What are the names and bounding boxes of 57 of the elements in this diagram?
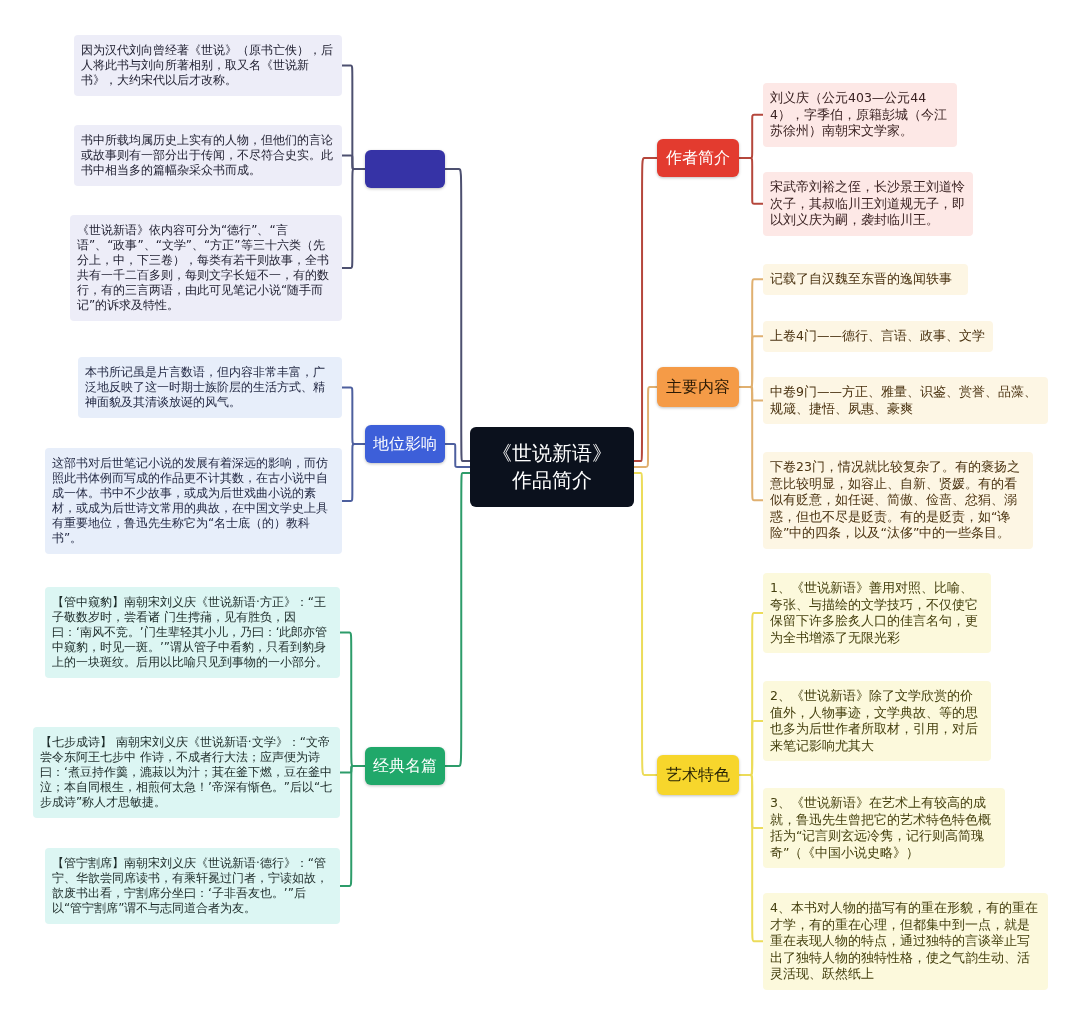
note-card [763,788,1005,868]
central-topic-box [470,427,634,507]
note-card [763,893,1048,990]
branch-topic-box [657,139,739,177]
note-text: 1、《世说新语》善用对照、比喻、夸张、与描绘的文学技巧，不仅使它保留下许多脍炙人口的佳言名句，更为全书增添了无限光彩 [770,580,979,646]
note-card [45,448,342,554]
note-text: 宋武帝刘裕之侄，长沙景王刘道怜次子，其叔临川王刘道规无子，即以刘义庆为嗣，袭封临川王。 [770,179,966,229]
connector-line [341,168,366,269]
note-text: 《世说新语》依内容可分为“德行”、“言语”、“政事”、“文学”、“方正”等三十六类（先分上，中，下三卷），每类有若干则故事，全书共有一千二百多则，每则文字长短不一，有的数行，有的三言两语，由此可见笔记小说“随手而记”的诉求及特性。 [77,223,330,313]
connector-line [341,443,366,502]
branch-topic-box [365,747,445,785]
connector-line [339,765,366,887]
note-card [763,681,991,761]
note-text: 本书所记虽是片言数语，但内容非常丰富，广泛地反映了这一时期士族阶层的生活方式、精神面貌及其清谈放诞的风气。 [85,365,326,410]
branch-topic-text: 作者简介 [666,148,730,168]
connector-line [633,386,658,468]
note-card [763,321,993,352]
note-text: 下卷23门，情况就比较复杂了。有的褒扬之意比较明显，如容止、自新、贤媛。有的看似有贬意，如任诞、简傲、俭啬、忿狷、溺惑，但也不尽是贬责。有的是贬责，如“谗险”中的四条，以及“汰侈”中的一些条目。 [770,459,1021,542]
branch-topic-text: 主要内容 [666,377,730,397]
note-text: 书中所载均属历史上实有的人物，但他们的言论或故事则有一部分出于传闻，不尽符合史实。此书中相当多的篇幅杂采众书而成。 [81,133,334,178]
note-card [763,83,957,147]
note-text: 【管宁割席】南朝宋刘义庆《世说新语·德行》：“管宁、华歆尝同席读书，有乘轩冕过门者，宁读如故，歆废书出看，宁割席分坐曰：‘子非吾友也。’”后以“管宁割席”谓不与志同道合者为友。 [52,856,329,916]
note-card [763,452,1033,549]
note-text: 2、《世说新语》除了文学欣赏的价值外，人物事迹，文学典故、等的思也多为后世作者所取材，引用，对后来笔记影响尤其大 [770,688,979,754]
branch-topic-box [657,755,739,795]
note-text: 上卷4门——德行、言语、政事、文学 [770,328,985,345]
connector-line [444,443,471,468]
note-text: 记载了自汉魏至东晋的逸闻轶事 [770,271,952,288]
note-card [45,848,340,924]
note-text: 【管中窥豹】南朝宋刘义庆《世说新语·方正》：“王子敬数岁时，尝看诸 门生摴蒱，见有胜负，因曰：‘南风不竞。’门生辈轻其小儿，乃曰：‘此郎亦管中窥豹，时见一斑。’”谓从管子中看豹，只看到豹身上的一块斑纹。后用以比喻只见到事物的一小部分。 [52,595,329,670]
blank-topic-box [365,150,445,188]
note-card [74,125,342,186]
note-card [763,172,973,236]
note-card [763,573,991,653]
note-text: 刘义庆（公元403—公元444），字季伯，原籍彭城（今江苏徐州）南朝宋文学家。 [770,90,948,140]
note-text: 3、《世说新语》在艺术上有较高的成就，鲁迅先生曾把它的艺术特色特色概括为“记言则玄远冷隽，记行则高简瑰奇”（《中国小说史略》） [770,795,992,861]
note-card [70,215,342,321]
branch-topic-text: 经典名篇 [373,756,437,776]
connector-line [738,386,764,502]
note-text: 中卷9门——方正、雅量、识鉴、赏誉、品藻、规箴、捷悟、夙惠、豪爽 [770,384,1038,417]
branch-topic-box [657,367,739,407]
branch-topic-text: 地位影响 [373,434,437,454]
branch-topic-text: 艺术特色 [666,765,730,785]
note-text: 因为汉代刘向曾经著《世说》（原书亡佚），后人将此书与刘向所著相别，取又名《世说新书》，大约宋代以后才改称。 [81,43,334,88]
branch-topic-box [365,425,445,463]
note-card [74,35,342,96]
note-text: 【七步成诗】 南朝宋刘义庆《世说新语·文学》：“文帝尝令东阿王七步中 作诗，不成者行大法；应声便为诗曰：‘煮豆持作羹，漉菽以为汁；萁在釜下燃，豆在釜中泣；本自同根生，相煎何太急！’帝深有惭色。”后以“七步成诗”称人才思敏捷。 [40,735,333,810]
connector-line [738,774,764,943]
note-card [763,264,968,295]
note-card [78,357,342,418]
note-card [33,727,340,818]
central-topic-text: 《世说新语》作品简介 [491,440,613,494]
note-card [45,587,340,678]
note-text: 4、本书对人物的描写有的重在形貌，有的重在才学，有的重在心理，但都集中到一点，就是重在表现人物的特点，通过独特的言谈举止写出了独特人物的独特性格，使之气韵生动、活灵活现、跃然纸上 [770,900,1039,983]
note-text: 这部书对后世笔记小说的发展有着深远的影响，而仿照此书体例而写成的作品更不计其数，在古小说中自成一体。书中不少故事，或成为后世戏曲小说的素材，或成为后世诗文常用的典故，在中国文学史上具有重要地位，鲁迅先生称它为“名士底（的）教科书”。 [52,456,329,546]
note-card [763,377,1048,424]
connector-line [738,157,764,205]
